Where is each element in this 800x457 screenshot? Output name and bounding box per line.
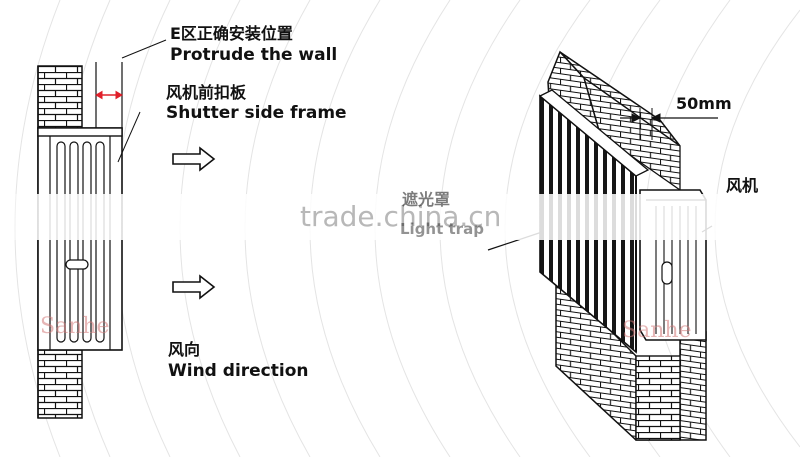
fan-handle-3d (661, 261, 673, 285)
wind-arrow-lower (172, 274, 216, 300)
protrude-leader (121, 39, 167, 59)
depth-dimension-marker (620, 108, 718, 140)
frame-label-zh: 风机前扣板 (166, 83, 247, 102)
dimension-label: 50mm (676, 94, 732, 113)
protrude-label-en: Protrude the wall (170, 45, 338, 65)
light-trap-label-zh: 遮光罩 (402, 190, 451, 209)
wind-label-zh: 风向 (168, 340, 201, 359)
wall-lower-bricks (37, 349, 83, 419)
brand-mark-right: Sanhe (622, 318, 692, 343)
frame-leader (117, 111, 141, 163)
frame-label-en: Shutter side frame (166, 103, 347, 123)
watermark-text: trade.china.cn (300, 200, 502, 233)
fan-blade-grooves (56, 141, 105, 343)
wind-arrow-upper (172, 146, 216, 172)
brand-mark-left: Sanhe (40, 314, 110, 339)
light-trap-label-en: Light trap (400, 220, 484, 238)
wind-label-en: Wind direction (168, 361, 309, 381)
watermark-band (0, 194, 800, 240)
protrude-dimension-arrow (95, 90, 123, 100)
protrude-label-zh: E区正确安装位置 (170, 24, 293, 43)
shutter-side-frame (37, 127, 123, 137)
fan-label-zh: 风机 (726, 176, 759, 195)
fan-handle (65, 259, 89, 270)
wall-upper-bricks (37, 65, 83, 129)
